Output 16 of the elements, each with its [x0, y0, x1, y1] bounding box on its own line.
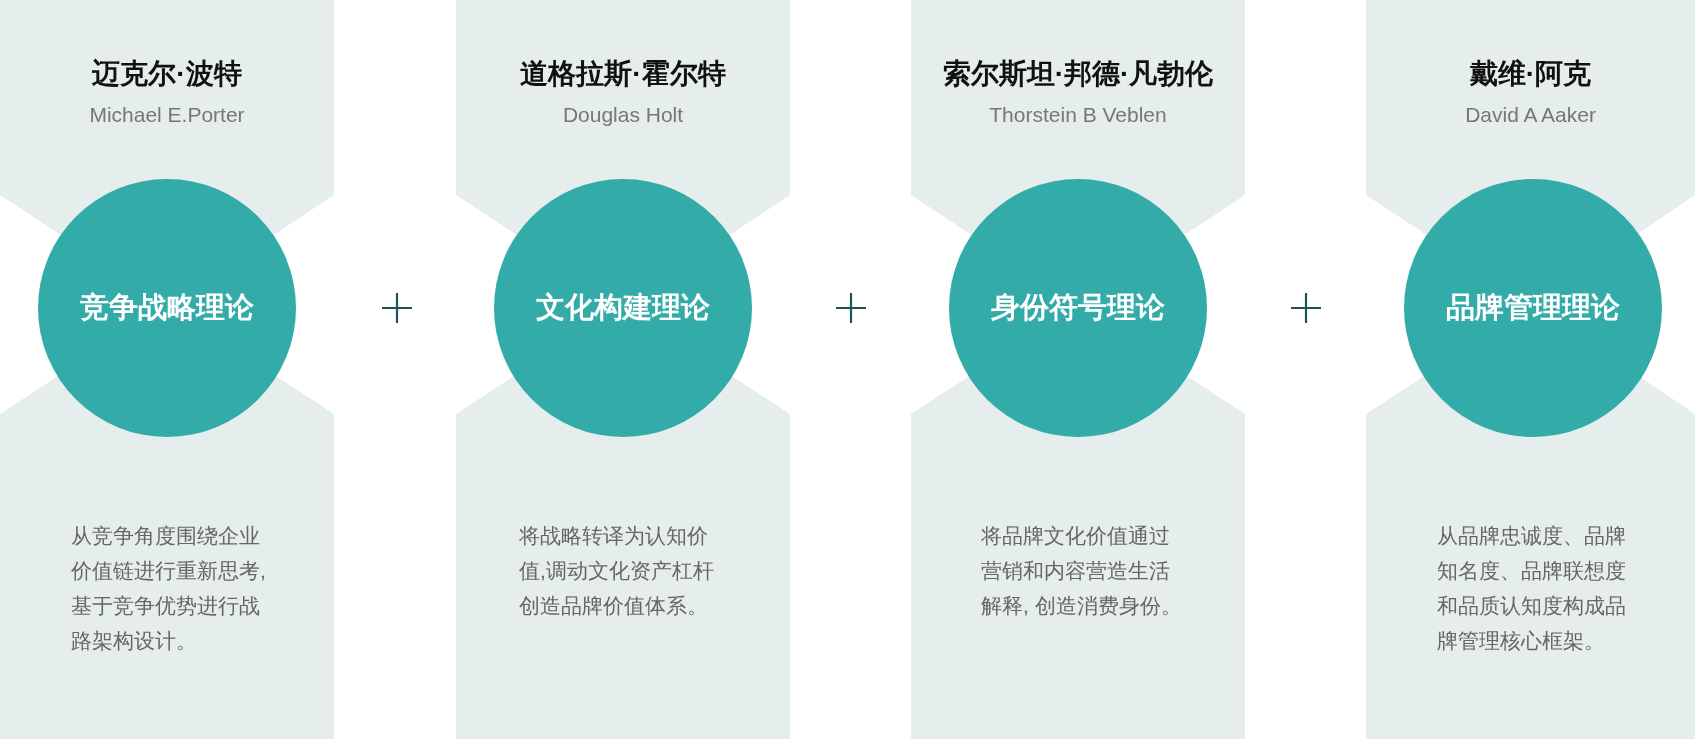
- description-text: 将战略转译为认知价值,调动文化资产杠杆创造品牌价值体系。: [519, 523, 715, 619]
- description-text: 从竞争角度围绕企业价值链进行重新思考,基于竞争优势进行战路架构设计。: [71, 523, 267, 654]
- column-panel: [0, 0, 334, 739]
- column-panel: [911, 0, 1245, 739]
- column-panel: [456, 0, 790, 739]
- description-text: 从品牌忠诚度、品牌知名度、品牌联想度和品质认知度构成品牌管理核心框架。: [1437, 523, 1627, 654]
- column-panel: [1366, 0, 1695, 739]
- english-name: Douglas Holt: [562, 102, 684, 128]
- english-name: Michael E.Porter: [89, 102, 245, 128]
- description-text: 将品牌文化价值通过营销和内容营造生活解释, 创造消费身份。: [981, 523, 1183, 619]
- english-name: David A Aaker: [1465, 102, 1596, 128]
- person-name: 索尔斯坦·邦德·凡勃伦: [942, 57, 1214, 91]
- person-name: 戴维·阿克: [1469, 57, 1592, 91]
- person-name: 迈克尔·波特: [92, 57, 242, 91]
- person-name: 道格拉斯·霍尔特: [520, 57, 726, 91]
- english-name: Thorstein B Veblen: [989, 102, 1167, 128]
